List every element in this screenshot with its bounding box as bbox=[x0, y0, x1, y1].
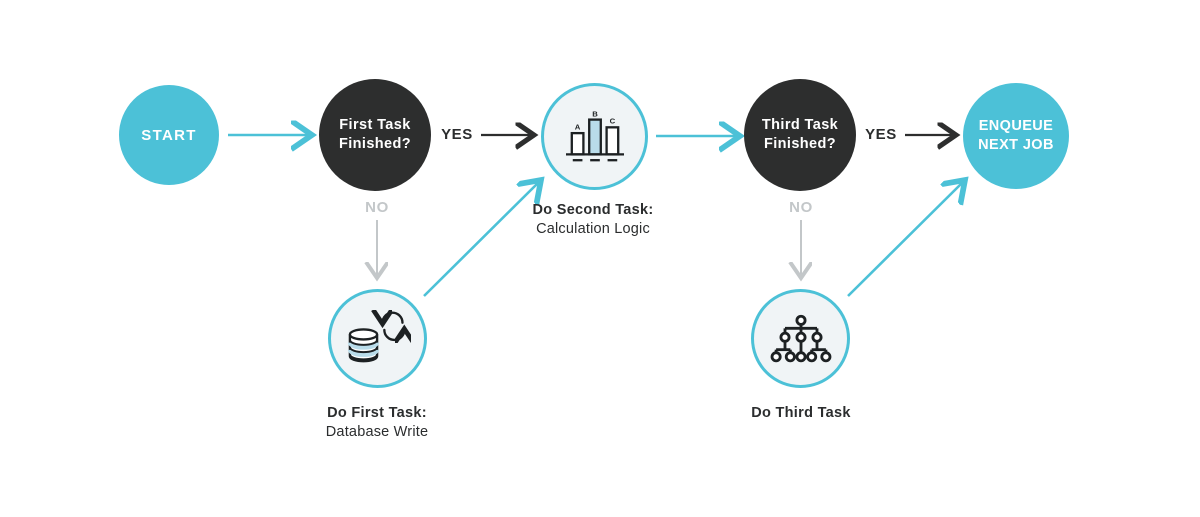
sitemap-icon bbox=[770, 314, 831, 362]
enqueue-label-line2: NEXT JOB bbox=[978, 137, 1054, 153]
no-label-third: NO bbox=[789, 199, 813, 216]
do-third-task-caption: Do Third Task bbox=[691, 404, 911, 423]
do-third-task-title: Do Third Task bbox=[751, 405, 851, 421]
do-first-task-title: Do First Task: bbox=[327, 405, 427, 421]
database-sync-icon bbox=[347, 310, 411, 362]
first-task-check-label-line2: Finished? bbox=[338, 136, 412, 152]
bar-label-b: B bbox=[592, 109, 598, 118]
do-second-task-title: Do Second Task: bbox=[532, 202, 654, 218]
third-task-check-label-line1: Third Task bbox=[761, 117, 839, 133]
do-first-task-subtitle: Database Write bbox=[325, 424, 429, 440]
bar-label-a: A bbox=[574, 122, 580, 131]
start-node: START bbox=[119, 85, 219, 185]
third-task-check-label-line2: Finished? bbox=[763, 136, 837, 152]
do-second-task-caption: Do Second Task: Calculation Logic bbox=[483, 201, 703, 239]
first-task-check-label-line1: First Task bbox=[339, 117, 411, 133]
first-task-check-node: First Task Finished? bbox=[319, 79, 431, 191]
no-label-first: NO bbox=[365, 199, 389, 216]
edge-third-task-to-enqueue bbox=[847, 180, 965, 297]
yes-label-first: YES bbox=[441, 126, 473, 143]
yes-label-third: YES bbox=[865, 126, 897, 143]
do-first-task-caption: Do First Task: Database Write bbox=[267, 404, 487, 442]
do-second-task-node: A B C bbox=[541, 83, 648, 190]
bar-chart-icon: A B C bbox=[565, 109, 624, 161]
third-task-check-node: Third Task Finished? bbox=[744, 79, 856, 191]
start-label: START bbox=[141, 126, 197, 144]
enqueue-next-job-node: ENQUEUE NEXT JOB bbox=[963, 83, 1069, 189]
enqueue-label-line1: ENQUEUE bbox=[978, 118, 1054, 134]
do-first-task-node bbox=[328, 289, 427, 388]
bar-label-c: C bbox=[609, 116, 615, 125]
do-second-task-subtitle: Calculation Logic bbox=[536, 221, 650, 237]
do-third-task-node bbox=[751, 289, 850, 388]
edge-first-task-to-second bbox=[423, 180, 541, 297]
